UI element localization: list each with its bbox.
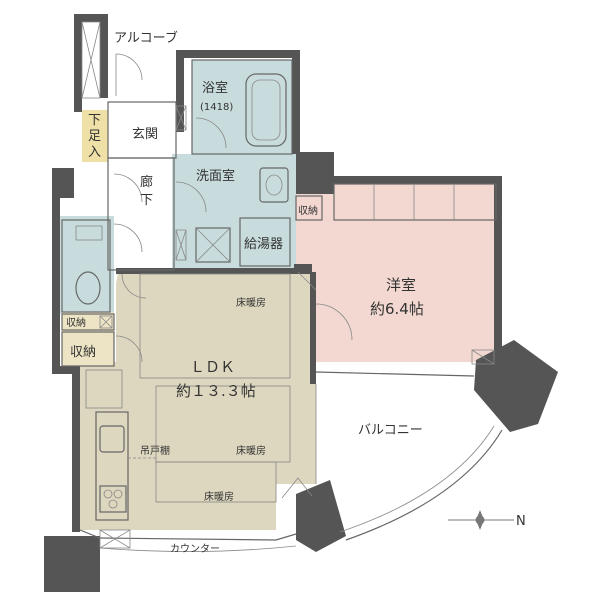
- label-floor-heating-2: 床暖房: [236, 444, 266, 457]
- label-storage-left-small: 収納: [66, 316, 86, 329]
- label-shoe-storage-3: 入: [88, 145, 101, 160]
- bathroom-floor: [192, 60, 296, 154]
- label-bathroom-size: (1418): [200, 102, 233, 113]
- compass: N: [448, 510, 526, 530]
- ldk-floor: [72, 272, 316, 530]
- label-floor-heating-3: 床暖房: [204, 490, 234, 503]
- label-floor-heating-1: 床暖房: [236, 296, 266, 309]
- label-water-heater: 給湯器: [244, 237, 283, 252]
- label-washroom: 洗面室: [196, 168, 235, 184]
- label-counter: カウンター: [170, 543, 220, 555]
- label-ldk-size: 約１３.３帖: [176, 382, 256, 400]
- walls: [44, 14, 558, 592]
- label-alcove: アルコーブ: [114, 30, 178, 46]
- label-western-room-size: 約6.4帖: [370, 300, 424, 318]
- label-hallway-2: 下: [140, 193, 153, 208]
- shoe-storage-floor: [82, 110, 108, 162]
- label-western-room: 洋室: [386, 276, 416, 294]
- toilet-floor: [58, 216, 114, 314]
- label-entrance: 玄関: [132, 127, 158, 142]
- label-storage-left: 収納: [70, 345, 96, 360]
- label-hanging-cabinet: 吊戸棚: [140, 444, 170, 457]
- label-hallway-1: 廊: [140, 174, 153, 190]
- label-balcony: バルコニー: [358, 423, 423, 438]
- label-bathroom: 浴室: [202, 80, 228, 96]
- label-shoe-storage-2: 足: [88, 129, 101, 144]
- western-room-floor: [296, 182, 496, 362]
- compass-north-label: N: [516, 514, 526, 529]
- label-storage-small: 収納: [298, 204, 318, 217]
- interior-lines: [61, 21, 503, 552]
- label-ldk: ＬＤＫ: [190, 358, 235, 376]
- washroom-floor: [172, 154, 296, 270]
- label-shoe-storage-1: 下: [88, 113, 101, 128]
